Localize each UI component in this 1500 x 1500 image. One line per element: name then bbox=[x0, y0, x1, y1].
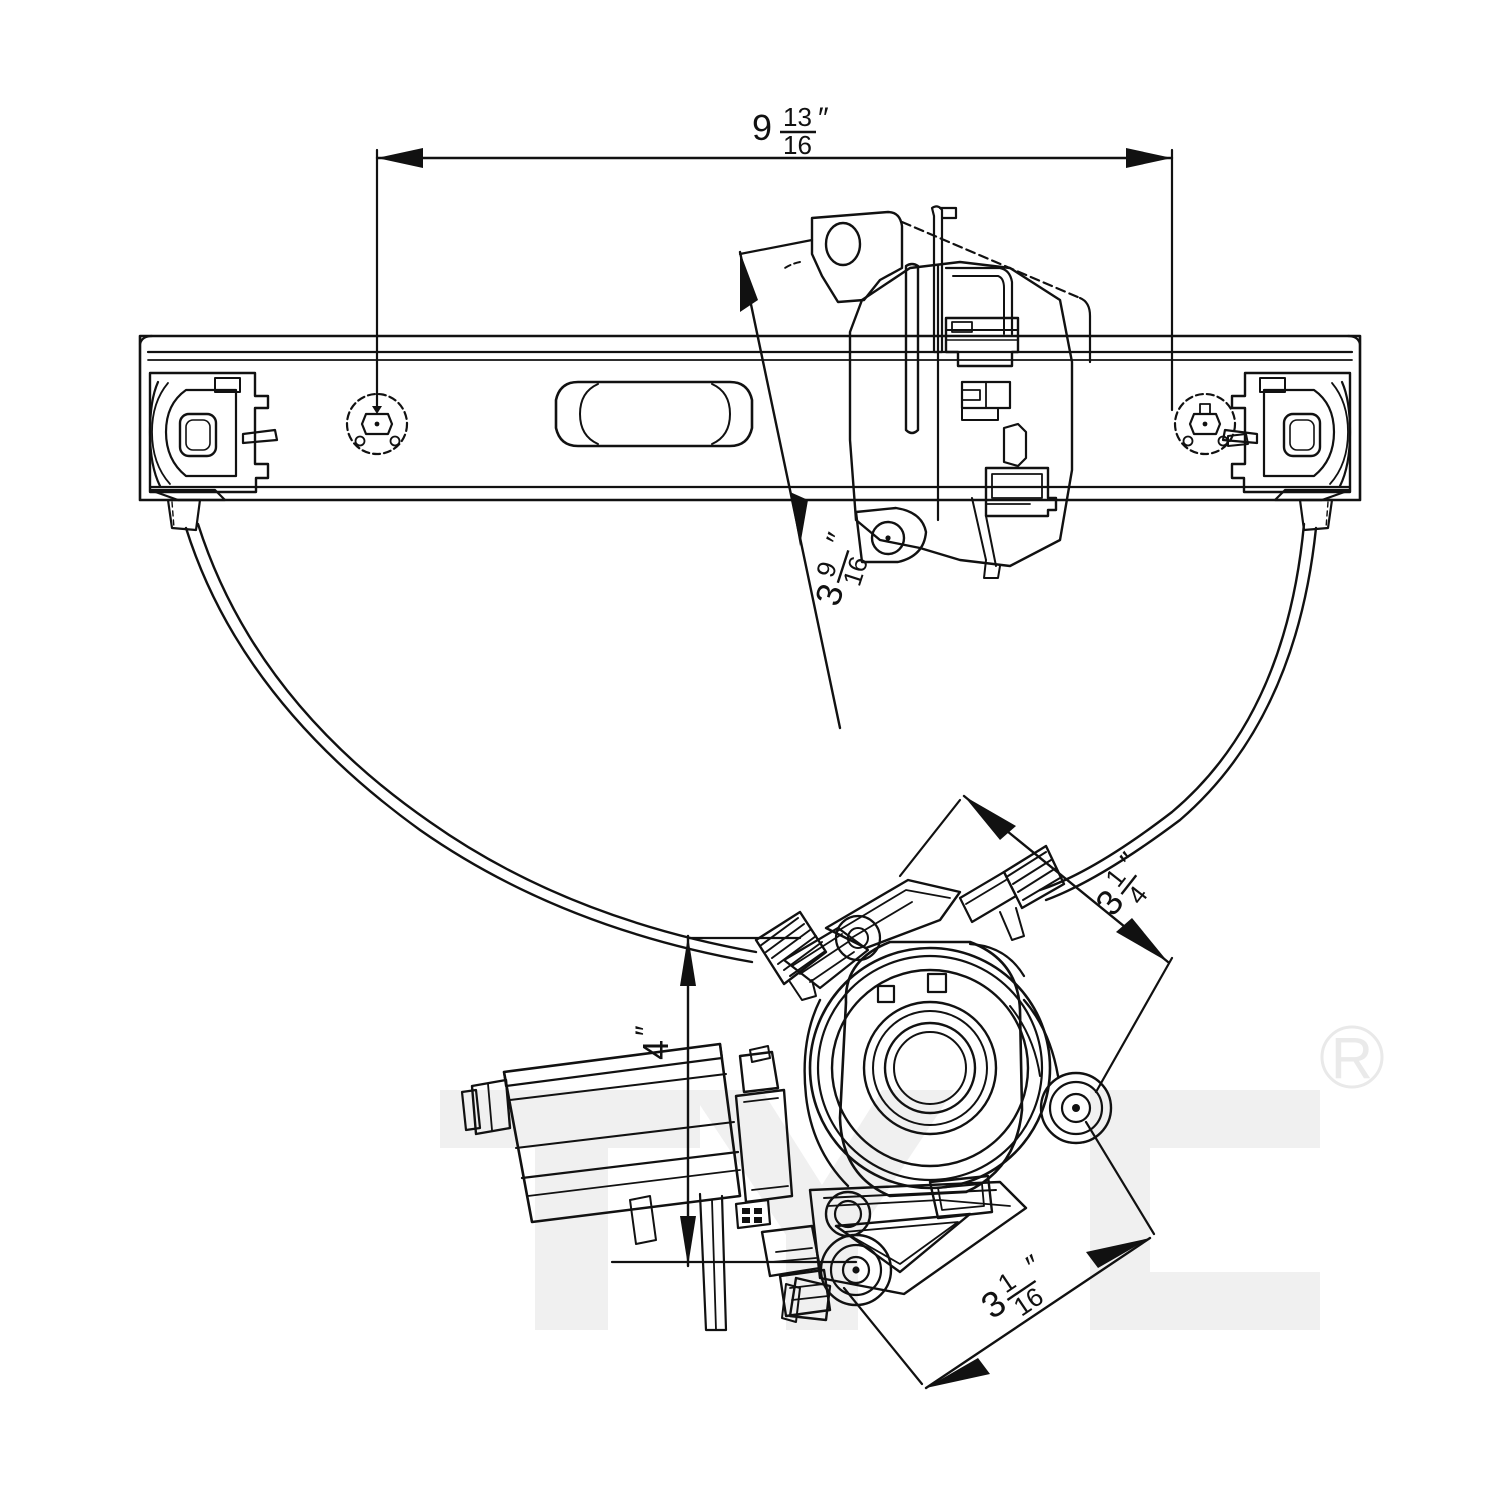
dim-whole-motor: 4 bbox=[635, 1040, 676, 1060]
pivot-boss-upper bbox=[1039, 1071, 1113, 1145]
center-oval-slot bbox=[554, 380, 754, 448]
dimension-upper-arm-diagonal bbox=[898, 794, 1174, 1094]
dim-whole-overall: 9 bbox=[752, 107, 772, 148]
dim-unit-overall: ″ bbox=[818, 102, 829, 135]
drive-drum bbox=[803, 940, 1060, 1198]
regulator-link-arm bbox=[824, 878, 962, 962]
left-slider-block bbox=[148, 371, 279, 532]
lift-cable-right bbox=[1038, 522, 1318, 902]
cable-spring-left bbox=[754, 910, 870, 1001]
dimension-overall-width bbox=[375, 148, 1174, 412]
registered-trademark-letter: R bbox=[1331, 1026, 1373, 1091]
dimension-label-overall-width: 9 13 16 ″ bbox=[752, 102, 829, 160]
cable-spring-right bbox=[958, 844, 1066, 941]
registered-trademark-circle bbox=[1320, 1025, 1384, 1089]
tyc-watermark: R bbox=[440, 1025, 1384, 1330]
dim-denominator-overall: 16 bbox=[783, 130, 812, 160]
dimension-motor-height bbox=[610, 934, 858, 1268]
lift-cable-left bbox=[184, 522, 758, 964]
dimension-label-motor-height: 4 ″ bbox=[630, 1025, 676, 1060]
dimension-bracket-diagonal bbox=[738, 238, 842, 730]
right-mounting-hole bbox=[1173, 392, 1249, 456]
dim-numerator-overall: 13 bbox=[783, 102, 812, 132]
dimension-lower-arm-diagonal bbox=[842, 1120, 1156, 1390]
left-mounting-hole bbox=[345, 392, 409, 456]
center-bracket bbox=[781, 205, 1092, 579]
dim-unit-motor: ″ bbox=[630, 1025, 663, 1036]
right-slider-block bbox=[1221, 371, 1352, 532]
